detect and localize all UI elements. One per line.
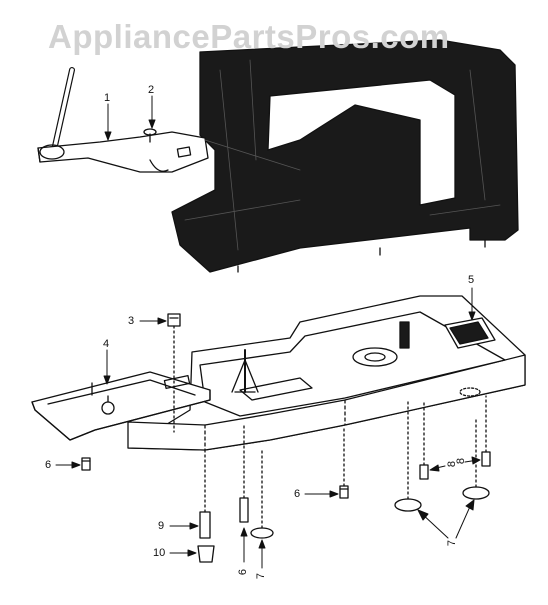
callout-3: 3 xyxy=(128,315,135,327)
callout-2: 2 xyxy=(148,84,155,96)
part-arm-bracket xyxy=(37,67,301,173)
callout-4: 4 xyxy=(103,338,110,350)
part-base xyxy=(127,295,526,451)
part-screw-8-right xyxy=(481,395,491,467)
callout-1: 1 xyxy=(104,92,111,104)
callout-9: 9 xyxy=(158,520,165,532)
part-screw-6-left xyxy=(81,457,91,471)
part-cap-10 xyxy=(197,545,215,563)
callout-6-middle: 6 xyxy=(294,488,301,500)
part-foot-7-right-a xyxy=(394,399,422,512)
part-tray xyxy=(31,371,211,441)
part-rod-9 xyxy=(199,449,211,539)
part-screw-8-left xyxy=(419,399,429,480)
callout-7-right: 7 xyxy=(446,539,459,547)
watermark-text: AppliancePartsPros.com xyxy=(48,18,450,55)
part-foot-7-right-b xyxy=(462,419,490,500)
callout-7-middle: 7 xyxy=(255,572,268,580)
sewing-machine-head xyxy=(171,39,519,273)
part-foot-7-middle xyxy=(250,447,274,539)
callout-8-right: 8 xyxy=(455,457,468,465)
callout-5: 5 xyxy=(468,274,475,286)
callout-6-bottom: 6 xyxy=(237,568,250,576)
part-screw-6-middle xyxy=(339,427,349,499)
part-screw-3 xyxy=(167,313,181,433)
callout-6-left: 6 xyxy=(45,459,52,471)
part-screw-2 xyxy=(143,128,157,143)
callout-10: 10 xyxy=(153,547,166,559)
leader-lines xyxy=(55,95,481,569)
part-screw-6-bottom xyxy=(239,424,249,523)
